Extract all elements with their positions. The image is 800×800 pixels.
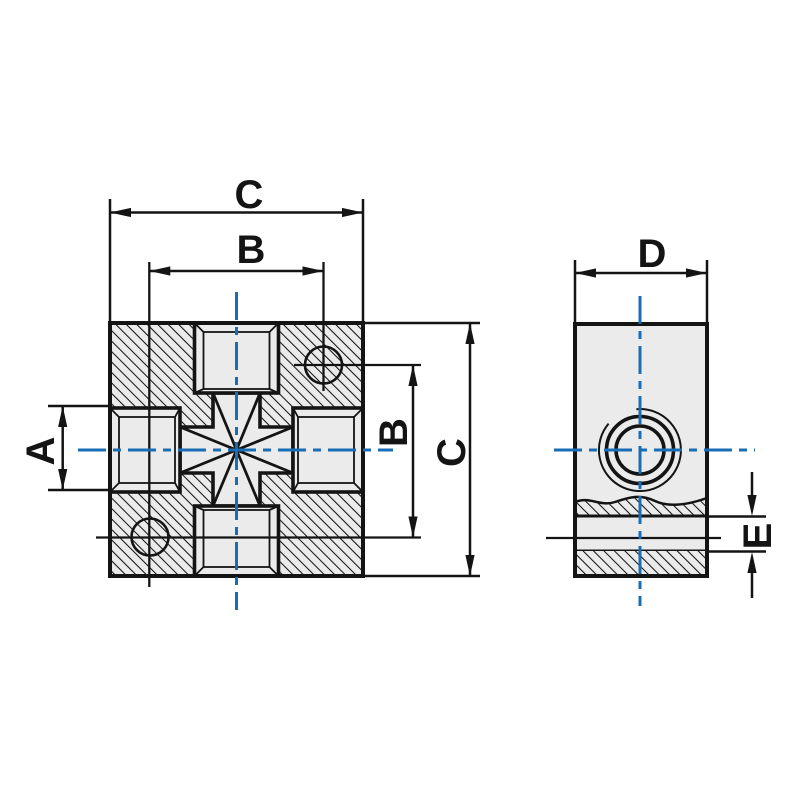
dim-a: A [19, 404, 109, 492]
arrowhead [465, 555, 475, 576]
break-line-wavy [574, 495, 708, 506]
side-view [546, 296, 755, 606]
hole-centerlines [96, 262, 421, 587]
arrowhead [58, 469, 68, 490]
dim-c-horizontal: C [108, 173, 365, 321]
dim-label-d: D [638, 232, 667, 276]
dim-label-b-horizontal: B [237, 228, 266, 272]
arrowhead [110, 207, 131, 218]
arrowhead [686, 268, 707, 278]
dim-label-c-horizontal: C [235, 173, 264, 217]
arrowhead [58, 406, 68, 427]
arrowhead [747, 495, 757, 516]
arrowhead [575, 268, 596, 278]
arrowhead [747, 552, 757, 573]
dimensions: C B A B [19, 173, 780, 598]
arrowhead [408, 516, 418, 538]
dim-label-e: E [736, 523, 780, 550]
dim-label-a: A [19, 437, 63, 466]
arrowhead [149, 266, 171, 276]
arrowhead [342, 207, 363, 218]
arrowhead [408, 365, 418, 386]
dim-c-vertical: C [365, 321, 480, 578]
arrowhead [302, 266, 324, 276]
dim-b-horizontal: B [149, 228, 324, 276]
dim-e: E [709, 472, 780, 598]
dim-label-b-vertical: B [372, 418, 416, 447]
port-seat-star [179, 392, 294, 507]
dim-b-vertical: B [372, 365, 418, 538]
dim-label-c-vertical: C [430, 438, 474, 467]
arrowhead [465, 323, 475, 344]
thread-major-diameter-arc [598, 408, 682, 493]
dim-d: D [573, 232, 709, 322]
front-view [78, 262, 421, 610]
